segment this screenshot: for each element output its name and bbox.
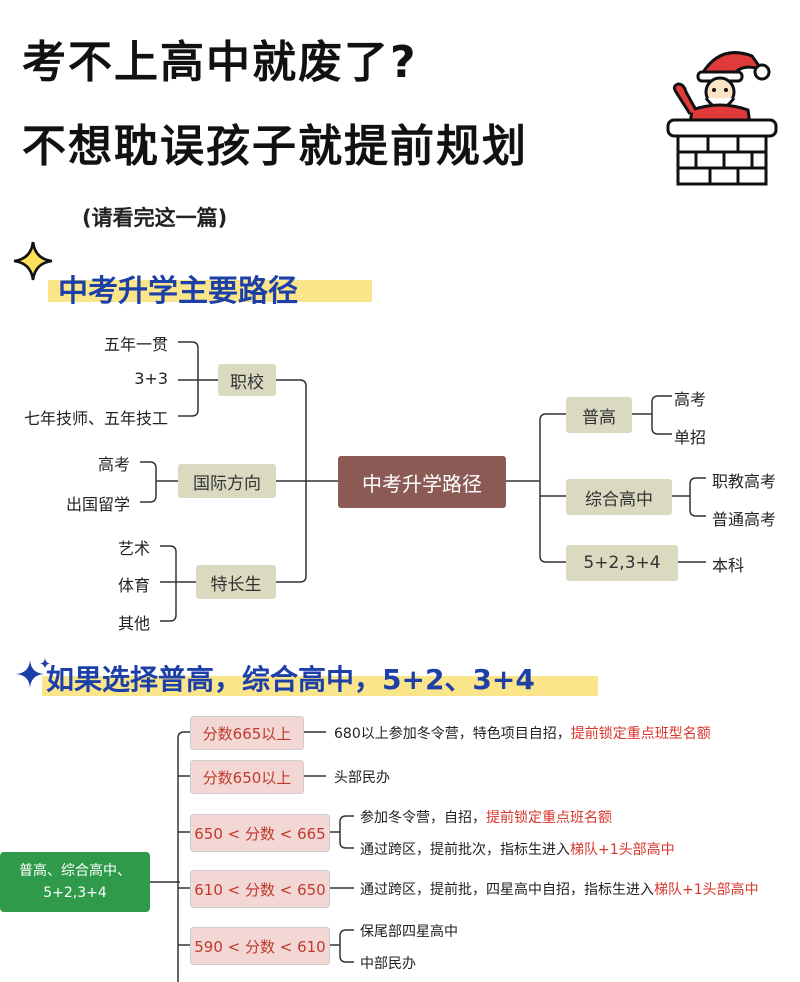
title-line-1: 考不上高中就废了? bbox=[22, 37, 418, 88]
note-590-610-a: 保尾部四星高中 bbox=[360, 921, 458, 941]
leaf-vocational-gaokao: 职教高考 bbox=[712, 472, 777, 491]
sparkle-blue-icon bbox=[16, 658, 50, 688]
section1-heading: 中考升学主要路径 bbox=[58, 274, 298, 309]
node-international: 国际方向 bbox=[178, 464, 276, 498]
note-highlight: 梯队+1头部高中 bbox=[570, 842, 675, 858]
node-center: 中考升学路径 bbox=[338, 456, 506, 508]
note-610-650: 通过跨区，提前批，四星高中自招，指标生进入梯队+1头部高中 bbox=[360, 879, 759, 899]
leaf-study-abroad: 出国留学 bbox=[65, 495, 130, 514]
subtitle: (请看完这一篇) bbox=[82, 206, 228, 230]
root-line-1: 普高、综合高中、 bbox=[19, 863, 131, 879]
node-specialty: 特长生 bbox=[196, 565, 276, 599]
note-650-665-b: 通过跨区，提前批次，指标生进入梯队+1头部高中 bbox=[360, 839, 675, 859]
node-comprehensive-high: 综合高中 bbox=[566, 479, 672, 515]
tier-650-plus: 分数650以上 bbox=[190, 760, 304, 794]
leaf-other: 其他 bbox=[117, 614, 150, 633]
leaf-bachelor: 本科 bbox=[712, 556, 745, 575]
title-line-2: 不想耽误孩子就提前规划 bbox=[22, 121, 528, 172]
note-plain: 头部民办 bbox=[334, 770, 390, 786]
heading-highlight bbox=[48, 280, 372, 302]
root-line-2: 5+2,3+4 bbox=[43, 885, 107, 901]
note-plain: 680以上参加冬令营，特色项目自招， bbox=[334, 726, 571, 742]
note-590-610-b: 中部民办 bbox=[360, 953, 416, 973]
leaf-5year: 五年一贯 bbox=[103, 335, 168, 354]
note-highlight: 提前锁定重点班名额 bbox=[486, 810, 612, 826]
node-vocational: 职校 bbox=[218, 364, 276, 396]
heading2-highlight bbox=[42, 676, 598, 696]
note-highlight: 提前锁定重点班型名额 bbox=[570, 726, 711, 742]
leaf-art: 艺术 bbox=[117, 539, 150, 558]
leaf-3plus3: 3+3 bbox=[134, 369, 168, 388]
note-650-plus: 头部民办 bbox=[334, 767, 390, 787]
note-plain: 通过跨区，提前批次，指标生进入 bbox=[360, 842, 570, 858]
note-plain: 保尾部四星高中 bbox=[360, 924, 458, 940]
leaf-technician: 七年技师、五年技工 bbox=[23, 409, 168, 428]
section2-heading: 如果选择普高，综合高中，5+2、3+4 bbox=[46, 663, 535, 696]
note-plain: 中部民办 bbox=[360, 956, 416, 972]
leaf-gaokao-right: 高考 bbox=[674, 390, 707, 409]
santa-chimney-icon bbox=[666, 51, 778, 186]
leaf-single-admission: 单招 bbox=[674, 428, 707, 447]
node-regular-high: 普高 bbox=[566, 397, 632, 433]
leaf-sports: 体育 bbox=[117, 576, 150, 595]
tier-590-610: 590 < 分数 < 610 bbox=[190, 927, 330, 965]
sparkle-icon bbox=[13, 241, 53, 281]
note-650-665-a: 参加冬令营，自招，提前锁定重点班名额 bbox=[360, 807, 612, 827]
tier-650-665: 650 < 分数 < 665 bbox=[190, 814, 330, 852]
tier-665-plus: 分数665以上 bbox=[190, 716, 304, 750]
note-highlight: 梯队+1头部高中 bbox=[654, 882, 759, 898]
note-665-plus: 680以上参加冬令营，特色项目自招，提前锁定重点班型名额 bbox=[334, 723, 711, 743]
node-5plus2: 5+2,3+4 bbox=[566, 545, 678, 581]
tier-610-650: 610 < 分数 < 650 bbox=[190, 870, 330, 908]
note-plain: 通过跨区，提前批，四星高中自招，指标生进入 bbox=[360, 882, 654, 898]
note-plain: 参加冬令营，自招， bbox=[360, 810, 486, 826]
root-node: 普高、综合高中、 5+2,3+4 bbox=[0, 852, 150, 912]
leaf-regular-gaokao: 普通高考 bbox=[712, 510, 777, 529]
leaf-gaokao: 高考 bbox=[97, 455, 130, 474]
